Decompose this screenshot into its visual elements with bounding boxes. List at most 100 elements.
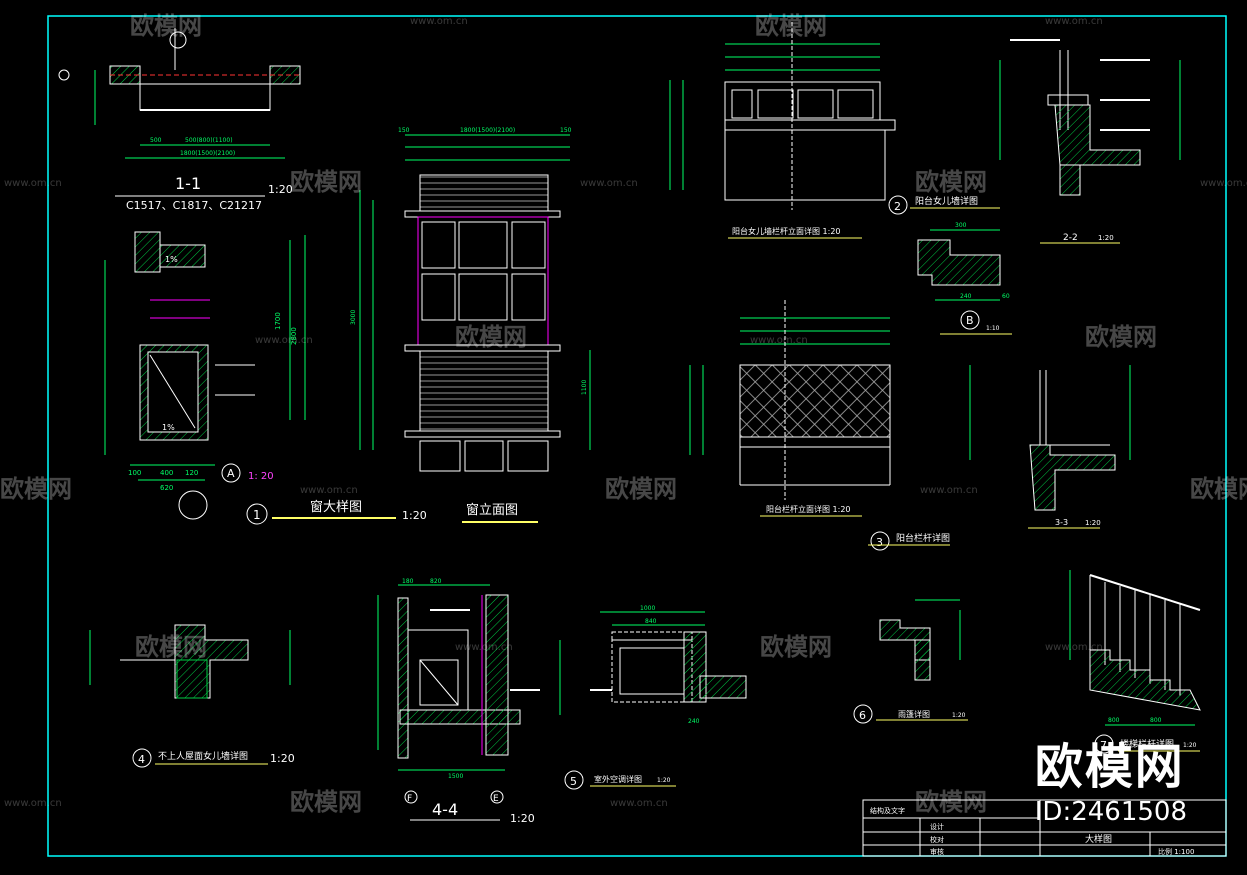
detail-2-number: 2	[894, 200, 901, 213]
detail-1-scale: 1:20	[402, 509, 427, 522]
section-4-4: 180 820 1500 F E 4-4 1:20	[377, 578, 540, 825]
detail-5-scale: 1:20	[657, 777, 671, 784]
title-block-scale: 比例 1:100	[1158, 847, 1194, 856]
dim-620: 620	[160, 484, 173, 492]
section-4-4-scale: 1:20	[510, 812, 535, 825]
watermark-brand: 欧模网	[1190, 475, 1247, 503]
dim-1700: 1700	[274, 312, 282, 330]
sheet-border	[47, 15, 1227, 857]
railing-elevation-title: 阳台栏杆立面详图 1:20	[766, 504, 851, 514]
detail-3-title-text: 阳台栏杆详图	[896, 532, 950, 544]
watermark-url: www.om.cn	[580, 178, 638, 189]
callout-b-label: B	[966, 314, 974, 327]
detail-7-scale: 1:20	[1183, 742, 1197, 749]
dim-1500: 1500	[448, 773, 463, 780]
watermark-url: www.om.cn	[410, 16, 468, 27]
detail-1-number: 1	[253, 508, 261, 522]
watermark-brand: 欧模网	[755, 12, 827, 40]
watermark-brand-large: 欧模网	[1034, 739, 1185, 795]
section-3-3-scale: 1:20	[1085, 519, 1101, 527]
callout-a-label: A	[227, 467, 235, 480]
title-block-r3: 校对	[930, 835, 944, 844]
watermark-layer: 欧模网 www.om.cn 欧模网 www.om.cn www.om.cn 欧模…	[0, 12, 1247, 816]
watermark-brand: 欧模网	[915, 788, 987, 816]
axis-f: F	[407, 794, 412, 804]
title-block-r2: 设计	[930, 822, 944, 831]
detail-4-title-text: 不上人屋面女儿墙详图	[158, 750, 248, 762]
dim-240-ac: 240	[688, 718, 700, 725]
dim-1000: 1000	[640, 605, 655, 612]
section-3-3: 3-3 1:20	[969, 365, 1131, 529]
detail-6-scale: 1:20	[952, 712, 966, 719]
watermark-url: www.om.cn	[920, 485, 978, 496]
window-detail-section: 1% 1% 100 400 120 620 1700 2800 A 1: 20	[104, 231, 306, 520]
watermark-brand: 欧模网	[290, 788, 362, 816]
detail-5-title-text: 室外空调详图	[594, 774, 642, 784]
watermark-brand: 欧模网	[290, 168, 362, 196]
dim-2800: 2800	[290, 327, 298, 345]
window-elevation: 1800(1500)(2100) 150 150 3000 1100	[350, 127, 591, 472]
watermark-url: www.om.cn	[610, 798, 668, 809]
watermark-url: www.om.cn	[1200, 178, 1247, 189]
watermark-url: www.om.cn	[4, 798, 62, 809]
watermark-url: www.om.cn	[255, 335, 313, 346]
detail-6-title-text: 雨篷详图	[898, 709, 930, 719]
dim-150-left: 150	[398, 127, 410, 134]
watermark-brand: 欧模网	[760, 633, 832, 661]
title-block-r1: 结构及文字	[870, 806, 905, 815]
dim-1800: 1800(1500)(2100)	[180, 150, 235, 157]
dim-1100-elev: 1100	[581, 380, 588, 395]
axis-e: E	[493, 794, 499, 804]
watermark-brand: 欧模网	[455, 323, 527, 351]
detail-7-stair-railing: 800 800 7 楼梯栏杆详图 1:20	[1069, 570, 1201, 754]
window-codes: C1517、C1817、C21217	[126, 199, 262, 212]
watermark-url: www.om.cn	[300, 485, 358, 496]
detail-1-title-text: 窗大样图	[310, 499, 362, 515]
dim-500-a: 500	[150, 137, 162, 144]
watermark-brand: 欧模网	[135, 633, 207, 661]
watermark-url: www.om.cn	[4, 178, 62, 189]
detail-3-title: 3 阳台栏杆详图	[868, 531, 950, 551]
dim-500b: 500(800)(1100)	[185, 137, 233, 144]
detail-2-title: 2 阳台女儿墙详图	[888, 195, 1000, 215]
watermark-brand: 欧模网	[605, 475, 677, 503]
detail-3-number: 3	[876, 536, 883, 549]
balcony-railing-elevation: 阳台栏杆立面详图 1:20	[689, 300, 891, 517]
dim-100: 100	[128, 469, 141, 477]
detail-6-number: 6	[859, 709, 866, 722]
dim-300: 300	[955, 222, 967, 229]
section-2-2: 2-2 1:20	[999, 39, 1181, 244]
dim-800-a: 800	[1108, 717, 1120, 724]
dim-820: 820	[430, 578, 442, 585]
section-4-4-label: 4-4	[432, 800, 458, 819]
dim-800-b: 800	[1150, 717, 1162, 724]
detail-b: 300 240 60 B 1:10	[917, 222, 1012, 335]
watermark-brand-block: 欧模网 ID:2461508	[1035, 727, 1187, 827]
watermark-url: www.om.cn	[750, 335, 808, 346]
detail-2-title-text: 阳台女儿墙详图	[915, 195, 978, 207]
window-elevation-title: 窗立面图	[466, 502, 518, 518]
dim-180: 180	[402, 578, 414, 585]
dim-1800-elev: 1800(1500)(2100)	[460, 127, 515, 134]
detail-4-scale: 1:20	[270, 752, 295, 765]
balcony-parapet-elevation: 阳台女儿墙栏杆立面详图 1:20	[669, 22, 896, 239]
detail-7-title-text: 楼梯栏杆详图	[1120, 738, 1174, 750]
detail-4-parapet: 4 不上人屋面女儿墙详图 1:20	[89, 624, 295, 768]
dim-3000: 3000	[350, 310, 357, 325]
callout-b-scale: 1:10	[986, 325, 1000, 332]
detail-6-canopy: 6 雨篷详图 1:20	[853, 599, 968, 724]
watermark-brand: 欧模网	[130, 12, 202, 40]
dim-120: 120	[185, 469, 198, 477]
watermark-id: ID:2461508	[1034, 797, 1187, 827]
watermark-brand: 欧模网	[0, 475, 72, 503]
watermark-brand: 欧模网	[915, 168, 987, 196]
detail-4-number: 4	[138, 753, 145, 766]
detail-5-number: 5	[570, 775, 577, 788]
label-1pct-top: 1%	[165, 255, 178, 264]
title-block-sheet-name: 大样图	[1085, 833, 1112, 845]
title-block-r4: 审核	[930, 847, 944, 856]
section-2-2-label: 2-2	[1063, 233, 1078, 243]
watermark-url: www.om.cn	[455, 642, 513, 653]
watermark-url: www.om.cn	[1045, 642, 1103, 653]
